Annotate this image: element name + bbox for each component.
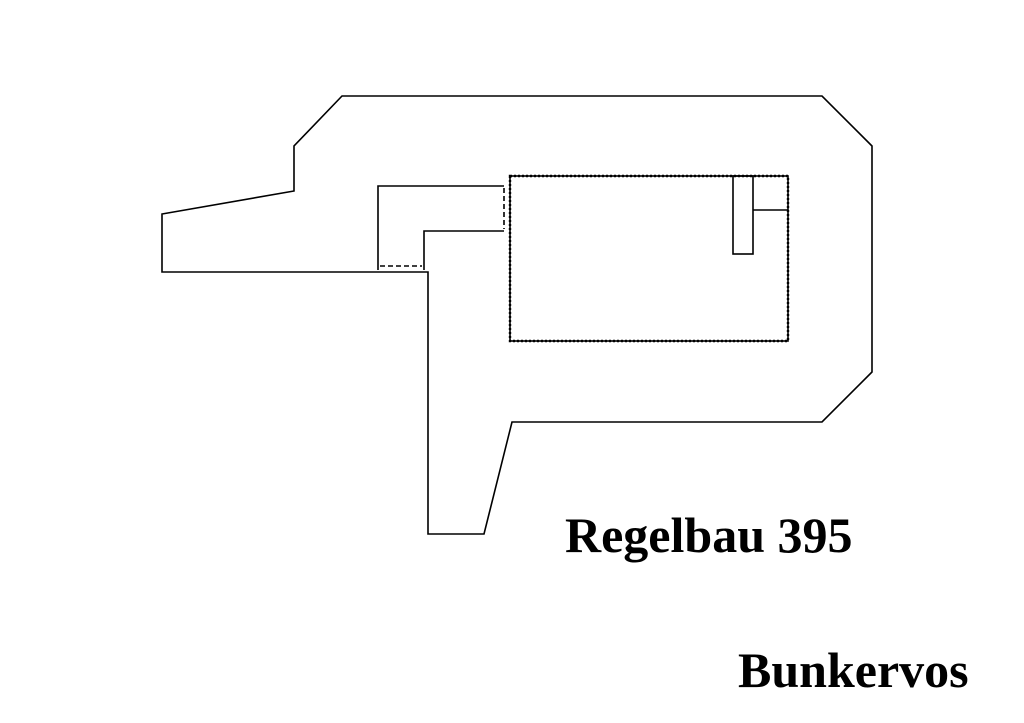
diagram-title: Regelbau 395 [565, 507, 853, 563]
diagram-credit: Bunkervos [738, 642, 969, 698]
outer-wall [161, 95, 873, 535]
room-pillar [732, 175, 754, 255]
entrance-passage [377, 185, 504, 270]
main-room-hatched-edge [508, 174, 790, 343]
main-room [509, 175, 789, 342]
inner-passage-wall [423, 230, 504, 270]
